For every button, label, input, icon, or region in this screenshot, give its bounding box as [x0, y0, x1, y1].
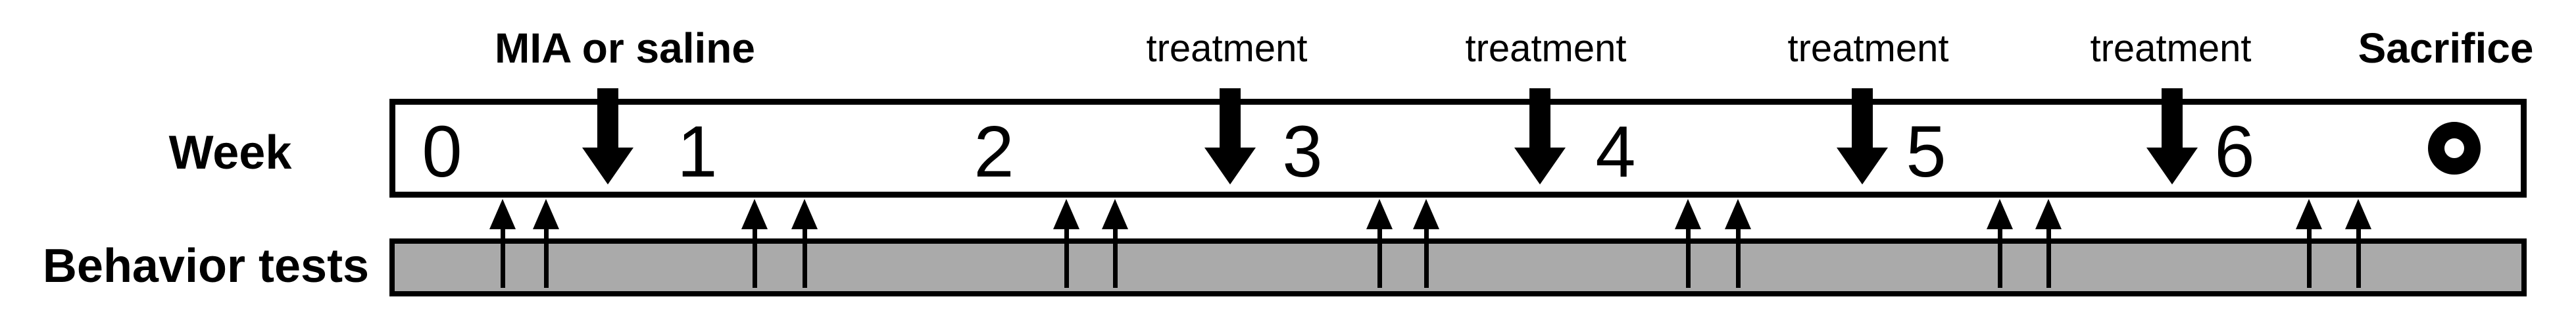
sacrifice-label: Sacrifice — [2358, 24, 2534, 72]
behavior-tests-bar — [389, 238, 2527, 296]
treatment-label: treatment — [1146, 27, 1308, 70]
behavior-test-up-arrow-icon — [1102, 199, 1128, 288]
week-number: 3 — [1282, 111, 1323, 192]
behavior-test-up-arrow-icon — [741, 199, 768, 288]
week-number: 4 — [1595, 111, 1636, 192]
behavior-test-up-arrow-icon — [1413, 199, 1439, 288]
behavior-test-up-arrow-icon — [2345, 199, 2371, 288]
behavior-test-up-arrow-icon — [1675, 199, 1701, 288]
treatment-down-arrow-icon — [2146, 88, 2198, 184]
behavior-test-up-arrow-icon — [791, 199, 818, 288]
mia-or-saline-label: MIA or saline — [495, 24, 755, 72]
week-number: 1 — [677, 111, 718, 192]
behavior-test-up-arrow-icon — [2296, 199, 2322, 288]
behavior-test-up-arrow-icon — [1366, 199, 1393, 288]
behavior-row-label: Behavior tests — [42, 240, 370, 292]
behavior-test-up-arrow-icon — [2035, 199, 2062, 288]
sacrifice-bullseye-icon — [2428, 122, 2481, 175]
treatment-label: treatment — [1465, 27, 1627, 70]
behavior-test-up-arrow-icon — [1987, 199, 2013, 288]
week-row-label: Week — [168, 126, 292, 179]
mia-injection-down-arrow-icon — [582, 88, 633, 184]
treatment-label: treatment — [1787, 27, 1949, 70]
behavior-test-up-arrow-icon — [533, 199, 559, 288]
treatment-down-arrow-icon — [1204, 88, 1256, 184]
week-number: 5 — [1906, 111, 1946, 192]
week-number: 6 — [2214, 111, 2255, 192]
behavior-test-up-arrow-icon — [489, 199, 516, 288]
treatment-down-arrow-icon — [1837, 88, 1888, 184]
behavior-test-up-arrow-icon — [1053, 199, 1079, 288]
week-number: 2 — [974, 111, 1014, 192]
week-number: 0 — [422, 111, 462, 192]
treatment-label: treatment — [2090, 27, 2252, 70]
behavior-test-up-arrow-icon — [1725, 199, 1751, 288]
treatment-down-arrow-icon — [1514, 88, 1566, 184]
